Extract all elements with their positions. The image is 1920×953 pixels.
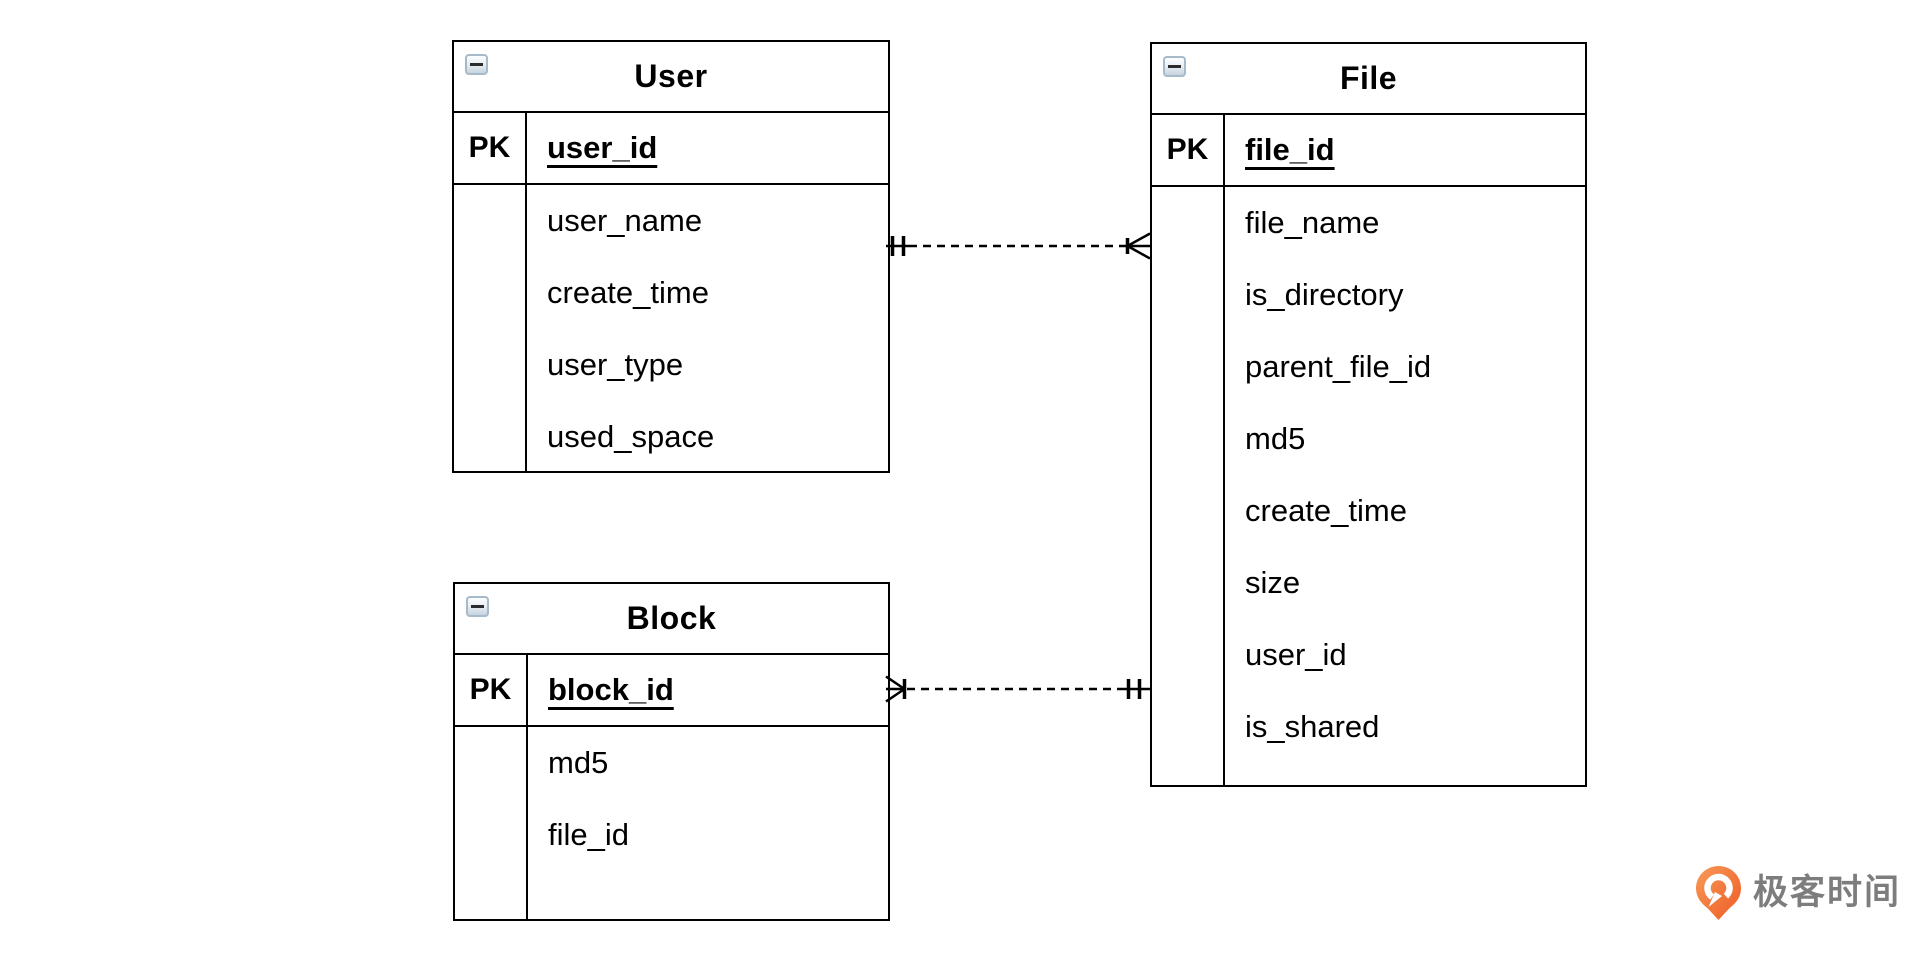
field-row-create_time: create_time — [1245, 493, 1407, 528]
field-list-block: md5 file_id — [528, 727, 888, 919]
field-list-file: file_name is_directory parent_file_id md5 cr… — [1225, 187, 1585, 785]
field-row-user_name: user_name — [547, 203, 703, 238]
field-list-user: user_name create_time user_type used_space — [527, 185, 888, 471]
entity-title-file: File — [1339, 60, 1398, 96]
collapse-minus-icon[interactable] — [466, 596, 489, 617]
entity-title-user: User — [634, 58, 708, 94]
entity-table-block[interactable]: Block PK block_id md5 file_id — [453, 582, 890, 921]
pk-column-spacer — [1152, 187, 1225, 785]
field-row-is_directory: is_directory — [1245, 277, 1404, 312]
collapse-minus-icon[interactable] — [465, 54, 488, 75]
minus-glyph — [471, 605, 484, 608]
field-row-file_id: file_id — [548, 817, 629, 852]
entity-title-block: Block — [626, 600, 717, 636]
entity-body-block: md5 file_id — [455, 727, 888, 919]
pk-row-user: PK user_id — [454, 113, 888, 185]
field-row-used_space: used_space — [547, 419, 715, 454]
field-row-user_type: user_type — [547, 347, 684, 382]
geektime-pin-icon — [1696, 866, 1741, 920]
collapse-minus-icon[interactable] — [1163, 56, 1186, 77]
entity-body-file: file_name is_directory parent_file_id md5 cr… — [1152, 187, 1585, 785]
pk-row-file: PK file_id — [1152, 115, 1585, 187]
minus-glyph — [1168, 65, 1181, 68]
entity-header-user: User — [454, 42, 888, 113]
crow-foot-many-icon — [1126, 232, 1151, 260]
pk-column-spacer — [455, 727, 528, 919]
cardinality-one-and-only-one-icon — [1126, 679, 1142, 699]
minus-glyph — [470, 63, 483, 66]
field-row-size: size — [1245, 565, 1301, 600]
field-row-file_name: file_name — [1245, 205, 1380, 240]
pk-key-label: PK — [1152, 115, 1225, 185]
field-row-md5: md5 — [1245, 421, 1306, 456]
pk-key-label: PK — [455, 655, 528, 725]
field-row-parent_file_id: parent_file_id — [1245, 349, 1432, 384]
pk-field-file-id: file_id — [1245, 132, 1335, 167]
relationship-block-file[interactable] — [885, 675, 1150, 703]
pk-column-spacer — [454, 185, 527, 471]
cardinality-one-and-only-one-icon — [890, 236, 906, 256]
field-row-user_id: user_id — [1245, 637, 1347, 672]
brand-watermark: 极客时间 — [1695, 864, 1901, 922]
field-row-create_time: create_time — [547, 275, 709, 310]
entity-header-block: Block — [455, 584, 888, 655]
pk-row-block: PK block_id — [455, 655, 888, 727]
entity-body-user: user_name create_time user_type used_space — [454, 185, 888, 471]
pk-field-block-id: block_id — [548, 672, 674, 707]
entity-header-file: File — [1152, 44, 1585, 115]
pk-key-label: PK — [454, 113, 527, 183]
pk-field-user-id: user_id — [547, 130, 658, 165]
field-row-is_shared: is_shared — [1245, 709, 1380, 744]
relationship-user-file[interactable] — [886, 232, 1151, 260]
brand-text: 极客时间 — [1753, 872, 1902, 912]
field-row-md5: md5 — [548, 745, 609, 780]
